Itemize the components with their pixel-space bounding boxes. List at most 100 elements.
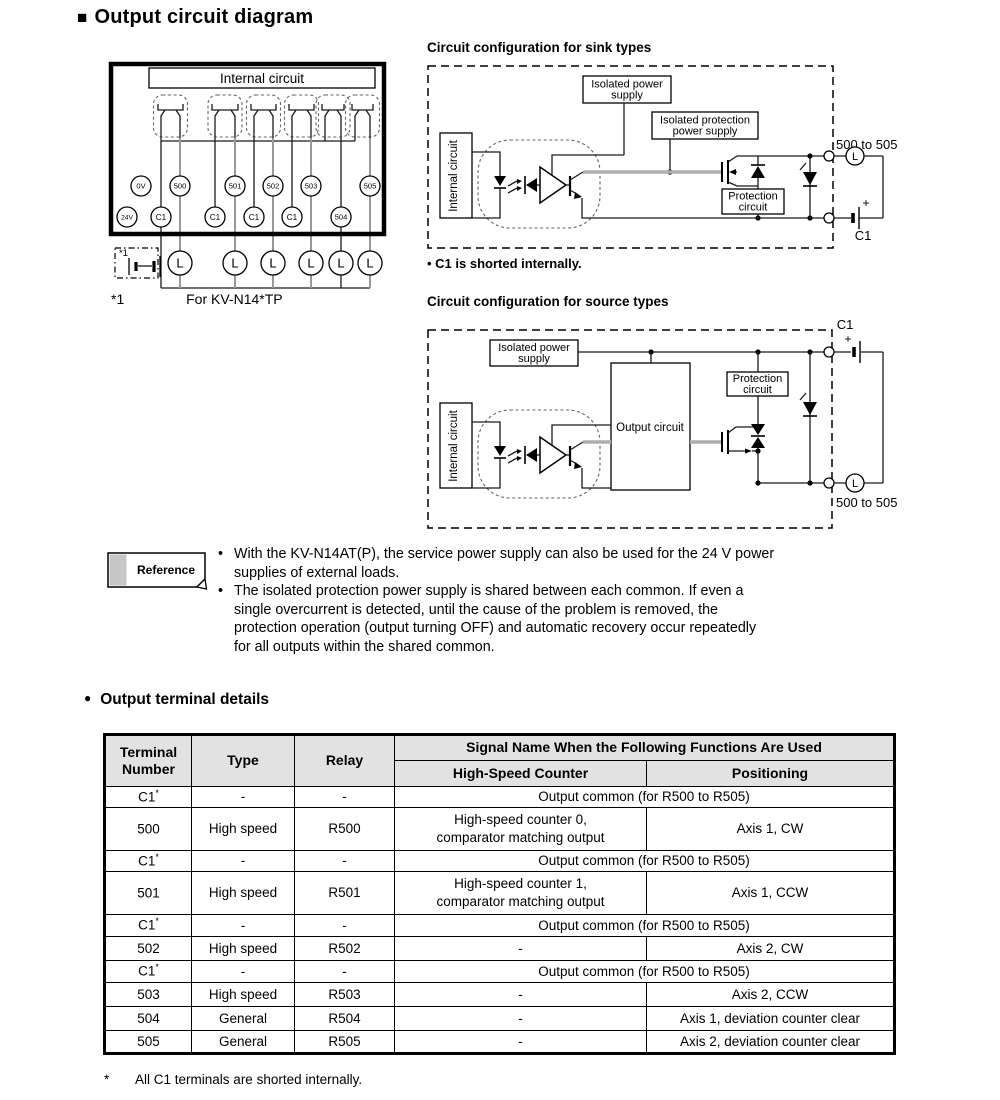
battery-note-mark: *1 (119, 248, 128, 259)
internal-circuit-label: Internal circuit (220, 71, 304, 86)
c1-label: C1 (837, 317, 854, 332)
bullet-icon: • (218, 546, 224, 562)
output-transistor-cells (152, 94, 381, 138)
output-terminal-circle (823, 150, 835, 162)
svg-text:Isolated power: Isolated power (591, 79, 663, 91)
svg-text:supply: supply (518, 353, 550, 365)
sink-circuit-diagram: Internal circuit Isolated power supply (427, 65, 897, 249)
reference-item-1: • With the KV-N14AT(P), the service powe… (218, 546, 775, 581)
zener-diode (799, 156, 817, 218)
source-circuit-diagram: Isolated power supply Output circuit (427, 317, 897, 529)
sink-note: • C1 is shorted internally. (427, 256, 582, 271)
zener-diode (799, 352, 817, 483)
square-bullet-icon: ■ (77, 8, 88, 27)
page-title: ■Output circuit diagram (77, 6, 314, 28)
common-terminal-circle (823, 346, 835, 358)
source-diagram-title: Circuit configuration for source types (427, 294, 669, 309)
battery: + (844, 332, 861, 363)
circle-bullet-icon: ● (84, 691, 92, 705)
optocoupler-group: Internal circuit (439, 132, 601, 229)
terminal-500 (169, 175, 191, 197)
svg-text:L: L (337, 256, 344, 271)
common-terminal-circle (823, 212, 835, 224)
table-row: C1* - - Output common (for R500 to R505) (104, 786, 896, 808)
table-row: 502 High speed R502 - Axis 2, CW (104, 936, 896, 961)
terminal-0v (130, 175, 152, 197)
terminal-24v (116, 206, 138, 228)
terminal-c1-4 (281, 206, 303, 228)
terminal-c1-3 (243, 206, 265, 228)
bullet-icon: • (218, 583, 224, 599)
svg-text:power supply: power supply (673, 126, 738, 138)
svg-text:C1: C1 (210, 213, 221, 222)
svg-text:0V: 0V (136, 182, 145, 191)
svg-text:L: L (176, 256, 183, 271)
load-circles: L L L L L L (167, 250, 383, 276)
col-header-hsc: High-Speed Counter (394, 760, 647, 787)
source-boundary (427, 329, 833, 529)
protection-circuit-box (721, 188, 785, 215)
terminal-505 (359, 175, 381, 197)
terminal-circles: 0V 500 501 502 503 505 24V C1 C1 C1 C1 5… (116, 175, 381, 228)
terminal-details-table: Terminal Number Type Relay Signal Name W… (103, 733, 897, 1055)
svg-text:supply: supply (611, 90, 643, 102)
external-battery: *1 (114, 247, 161, 279)
reference-icon: Reference (107, 552, 208, 590)
mosfet (721, 155, 765, 187)
c1-label: C1 (855, 228, 872, 243)
diagram-caption: *1 For KV-N14*TP (111, 291, 283, 307)
svg-text:Protection: Protection (728, 191, 778, 203)
range-label: 500 to 505 (836, 495, 897, 510)
table-row: 503 High speed R503 - Axis 2, CCW (104, 982, 896, 1007)
table-row: 504 General R504 - Axis 1, deviation cou… (104, 1006, 896, 1031)
load-l-6 (357, 250, 383, 276)
svg-text:C1: C1 (249, 213, 260, 222)
internal-circuit-label: Internal circuit (448, 139, 460, 211)
svg-text:504: 504 (335, 213, 348, 222)
svg-text:C1: C1 (287, 213, 298, 222)
svg-text:L: L (852, 478, 858, 490)
svg-text:24V: 24V (121, 215, 134, 222)
svg-text:+: + (844, 332, 851, 346)
output-circuit-box (610, 362, 691, 491)
svg-text:L: L (852, 151, 858, 163)
range-label: 500 to 505 (836, 137, 897, 152)
load-l-1 (167, 250, 193, 276)
plc-outline (108, 61, 387, 237)
svg-text:500: 500 (174, 182, 187, 191)
protection-diode (751, 396, 765, 483)
reference-item-2: • The isolated protection power supply i… (218, 583, 757, 655)
protection-circuit-box (726, 371, 789, 397)
load-l-3 (260, 250, 286, 276)
load-l-2 (222, 250, 248, 276)
mosfet (721, 426, 758, 454)
table-row: C1* - - Output common (for R500 to R505) (104, 914, 896, 937)
isolated-protection-supply-box (651, 111, 759, 140)
svg-text:505: 505 (364, 182, 377, 191)
load-l-4 (298, 250, 324, 276)
load-l-5 (328, 250, 354, 276)
svg-text:L: L (269, 256, 276, 271)
svg-text:Protection: Protection (733, 373, 783, 385)
internal-circuit-box (148, 67, 376, 89)
svg-text:501: 501 (229, 182, 242, 191)
svg-text:L: L (231, 256, 238, 271)
battery: + (851, 196, 870, 229)
col-header-type: Type (191, 734, 295, 787)
svg-text:C1: C1 (156, 213, 167, 222)
svg-text:circuit: circuit (739, 202, 768, 214)
col-header-positioning: Positioning (645, 760, 896, 787)
terminal-502 (262, 175, 284, 197)
terminal-504 (330, 206, 352, 228)
svg-text:+: + (862, 196, 869, 210)
svg-text:Isolated protection: Isolated protection (660, 115, 750, 127)
table-row: C1* - - Output common (for R500 to R505) (104, 960, 896, 983)
terminal-c1-1 (150, 206, 172, 228)
table-row: 505 General R505 - Axis 2, deviation cou… (104, 1030, 896, 1054)
reference-label: Reference (137, 563, 195, 577)
terminal-c1-2 (204, 206, 226, 228)
output-terminal-diagram: Internal circuit 0V 500 501 502 (108, 61, 387, 289)
svg-text:L: L (366, 256, 373, 271)
table-footnote: * All C1 terminals are shorted internall… (104, 1072, 363, 1087)
